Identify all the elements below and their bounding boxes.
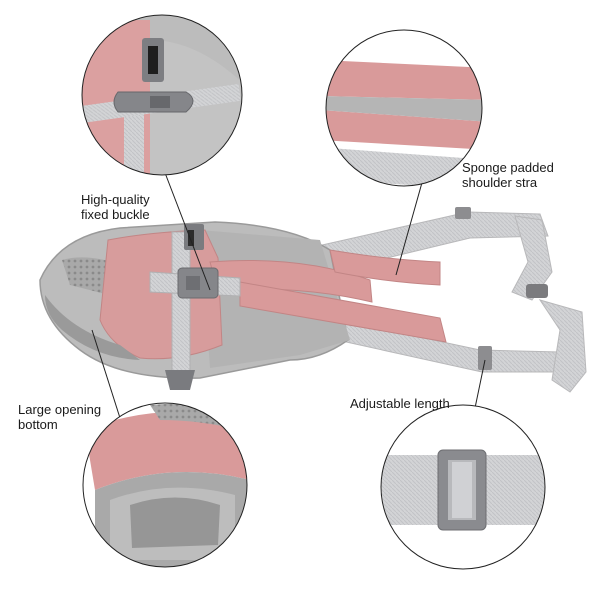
strap-adjuster-top xyxy=(455,207,471,219)
line-bottom xyxy=(91,329,121,419)
carrier-main xyxy=(39,207,587,393)
zoom-circle-bottom xyxy=(82,402,248,568)
callout-bottom-label: Large opening bottom xyxy=(18,402,101,432)
chest-buckle-slot xyxy=(186,276,200,290)
length-slider xyxy=(478,346,492,370)
callout-length-line1: Adjustable length xyxy=(350,396,450,411)
shoulder-pad-lower xyxy=(239,281,447,343)
shoulder-pad-upper xyxy=(329,249,441,286)
strap-loop xyxy=(538,299,587,393)
line-buckle xyxy=(161,164,211,291)
callout-buckle-line1: High-quality xyxy=(81,192,150,207)
callout-bottom-line1: Large opening xyxy=(18,402,102,417)
callout-buckle-line2: fixed buckle xyxy=(81,207,150,222)
zoom-circle-shoulder xyxy=(325,29,483,187)
callout-bottom-line2: bottom xyxy=(18,417,58,432)
callout-shoulder-line1: Sponge padded xyxy=(462,160,554,175)
callout-shoulder-line2: shoulder stra xyxy=(462,175,538,190)
callout-length-label: Adjustable length xyxy=(350,396,450,411)
top-buckle-slot xyxy=(188,230,194,246)
center-strap xyxy=(171,231,191,381)
strap-side xyxy=(511,215,553,301)
bottom-clip xyxy=(165,370,195,390)
bottom-rim xyxy=(45,295,140,360)
callout-shoulder-label: Sponge padded shoulder stra xyxy=(462,160,554,190)
zoom-circle-length xyxy=(380,404,546,570)
pink-front-panel xyxy=(99,229,223,360)
callout-buckle-label: High-quality fixed buckle xyxy=(81,192,150,222)
side-release-buckle xyxy=(526,284,548,298)
zoom-circle-buckle xyxy=(81,14,243,176)
